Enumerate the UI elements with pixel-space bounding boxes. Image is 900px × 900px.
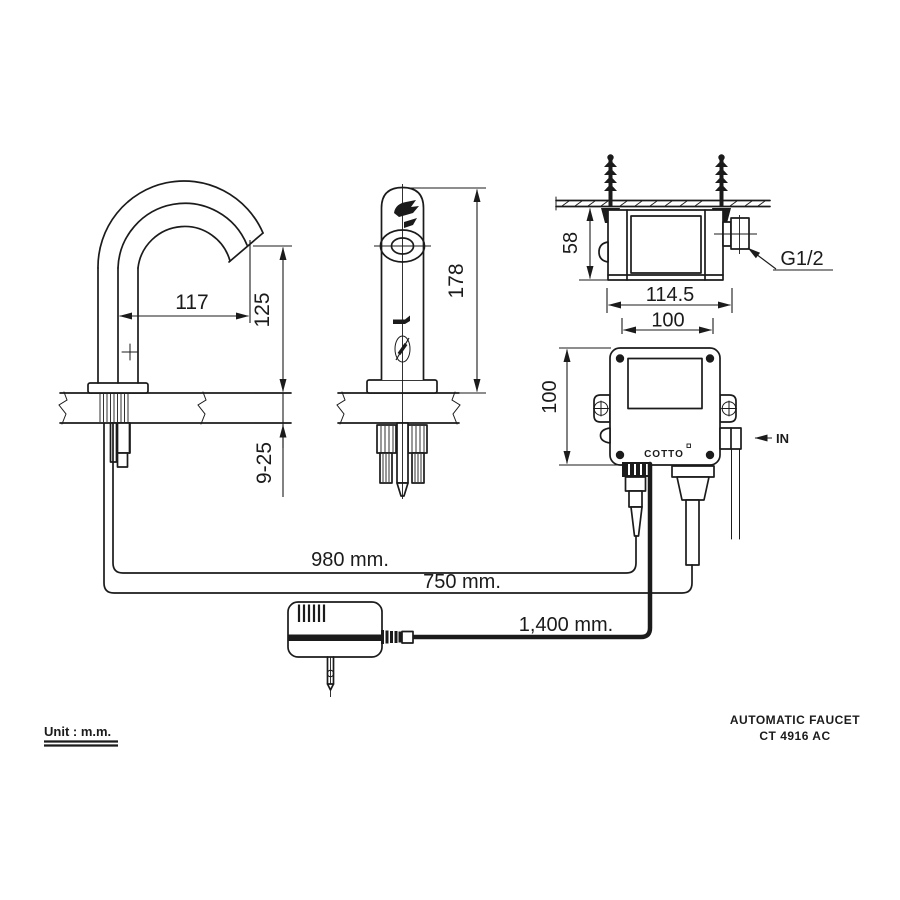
box-lid — [630, 215, 702, 274]
mounting-nut — [116, 422, 131, 454]
power-adapter — [287, 601, 414, 697]
front-studs — [376, 422, 428, 497]
dim-thread-size: G1/2 — [780, 248, 823, 270]
cables: 980 mm. 750 mm. 1,400 mm. — [103, 422, 693, 640]
outlet-hose-connector — [671, 465, 715, 566]
spout-inner-arc — [137, 225, 231, 269]
screw-icon — [705, 354, 715, 363]
faucet-front-view: 178 — [336, 184, 486, 499]
screw-icon — [615, 450, 625, 460]
shank-threads — [99, 394, 129, 422]
inlet-label: IN — [776, 431, 789, 446]
model-number: CT 4916 AC — [759, 729, 830, 743]
screw-icon — [705, 450, 715, 460]
spout-outer-arc — [97, 180, 264, 269]
aerator-mark-icon — [394, 335, 411, 363]
cross-screw-icon — [721, 400, 737, 417]
power-cable — [410, 461, 653, 640]
adapter-vents — [297, 604, 326, 622]
drawing-title: AUTOMATIC FAUCET — [730, 713, 860, 727]
adapter-body — [287, 601, 383, 658]
mounting-step — [116, 452, 129, 468]
label-power-cable-length: 1,400 mm. — [519, 614, 613, 636]
label-hose-length: 750 mm. — [423, 571, 501, 593]
sensor-icon — [394, 200, 419, 228]
dim-box-depth: 58 — [560, 232, 582, 254]
unit-note: Unit : m.m. — [44, 724, 111, 739]
faucet-side-view: 117 125 9-25 — [58, 180, 292, 497]
screw-icon — [615, 354, 625, 363]
faucet-base-flange — [87, 382, 149, 394]
control-box-side-view: 58 G1/2 — [555, 154, 833, 281]
control-box-front-view: 114.5 100 100 — [539, 284, 789, 566]
break-mark — [58, 391, 68, 425]
label-sensor-cable-length: 980 mm. — [311, 549, 389, 571]
sensor-eye-icon — [374, 229, 431, 263]
sensor-cable — [112, 422, 637, 574]
dim-deck-thickness: 9-25 — [253, 442, 276, 484]
faucet-base-flange — [366, 379, 438, 394]
brand-logo: COTTO — [644, 449, 684, 460]
outlet-hose — [103, 422, 693, 594]
box-window — [627, 357, 703, 410]
dim-box-width-inner: 100 — [651, 310, 684, 332]
water-outlet-icon — [393, 315, 410, 324]
plug-prong — [326, 656, 335, 691]
centerline-cross — [121, 343, 139, 361]
plate-hatch — [561, 200, 766, 207]
dim-box-width-outer: 114.5 — [646, 284, 695, 306]
dim-box-height: 100 — [539, 380, 561, 413]
sensor-cable-gland — [622, 462, 649, 537]
inlet-fitting — [730, 217, 750, 250]
title-block: Unit : m.m. AUTOMATIC FAUCET CT 4916 AC — [44, 713, 860, 747]
strain-relief — [381, 630, 414, 644]
spout-tip-face — [228, 232, 264, 263]
left-bump — [599, 427, 611, 444]
break-mark — [197, 391, 207, 425]
dim-spout-height: 125 — [251, 292, 274, 327]
break-mark — [336, 391, 346, 425]
break-mark — [451, 391, 461, 425]
dim-faucet-height: 178 — [445, 263, 468, 298]
dim-spout-reach: 117 — [175, 291, 208, 314]
side-jack-bump — [598, 241, 609, 263]
cross-screw-icon — [593, 400, 609, 417]
spout-center-arc — [117, 202, 248, 269]
